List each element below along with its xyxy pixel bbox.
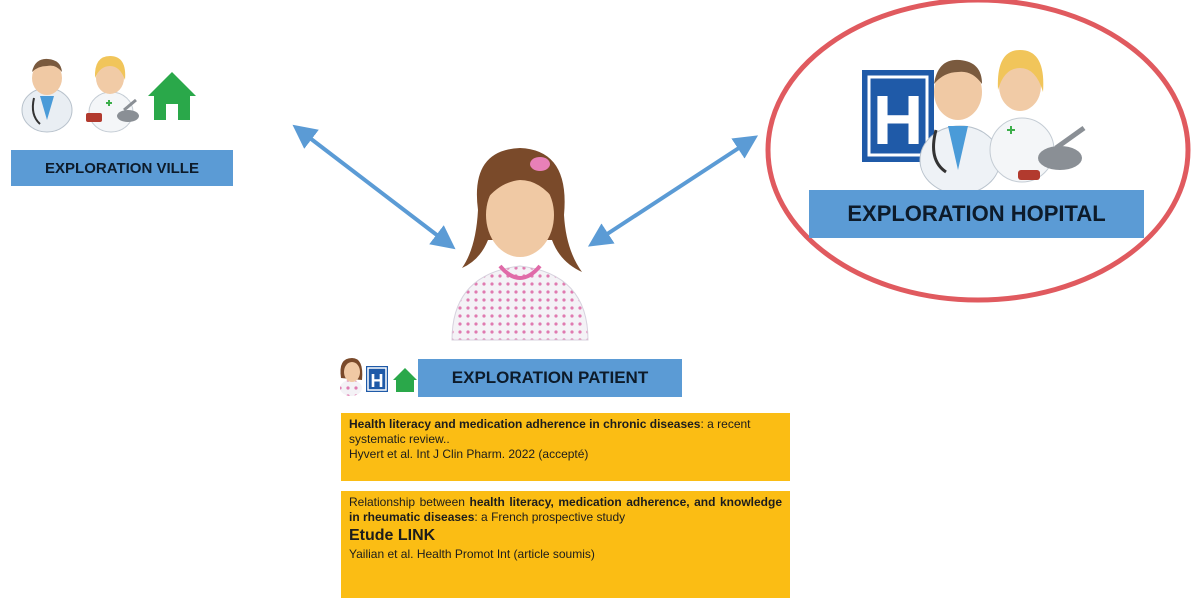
reference-2-title-prefix: Relationship between <box>349 495 470 509</box>
exploration-ville-label: EXPLORATION VILLE <box>11 150 233 186</box>
reference-2-citation: Yailian et al. Health Promot Int (articl… <box>349 547 595 561</box>
exploration-patient-label: EXPLORATION PATIENT <box>418 359 682 397</box>
hospital-mini-letter: H <box>371 371 384 391</box>
reference-1-citation: Hyvert et al. Int J Clin Pharm. 2022 (ac… <box>349 447 589 461</box>
doctor-icon <box>21 58 73 133</box>
patient-mini-icon <box>340 358 363 396</box>
hospital-doctor-icon <box>919 59 1001 195</box>
pharmacist-icon <box>86 56 139 133</box>
reference-2-bold-title: health literacy, medication adherence, a… <box>349 495 782 524</box>
reference-1-bold-title: Health literacy and medication adherence… <box>349 417 701 431</box>
reference-box-systematic-review: Health literacy and medication adherence… <box>341 413 790 481</box>
hospital-mini-icon: H <box>366 366 388 392</box>
arrow-ville-patient <box>292 124 456 250</box>
exploration-hopital-label: EXPLORATION HOPITAL <box>809 190 1144 238</box>
house-icon <box>148 72 196 120</box>
reference-1-title-rest: : a recent systematic review.. <box>349 417 751 446</box>
hospital-sign-icon: H <box>862 70 934 162</box>
hospital-letter: H <box>873 81 924 159</box>
reference-2-title-rest: : a French prospective study <box>474 510 626 524</box>
arrow-hopital-patient <box>587 135 759 247</box>
reference-2-study-name: Etude LINK <box>349 527 436 544</box>
hospital-pharmacist-icon <box>989 50 1086 183</box>
reference-box-link-study: Relationship between health literacy, me… <box>341 491 790 598</box>
house-mini-icon <box>393 368 417 392</box>
highlight-ellipse <box>765 0 1191 303</box>
